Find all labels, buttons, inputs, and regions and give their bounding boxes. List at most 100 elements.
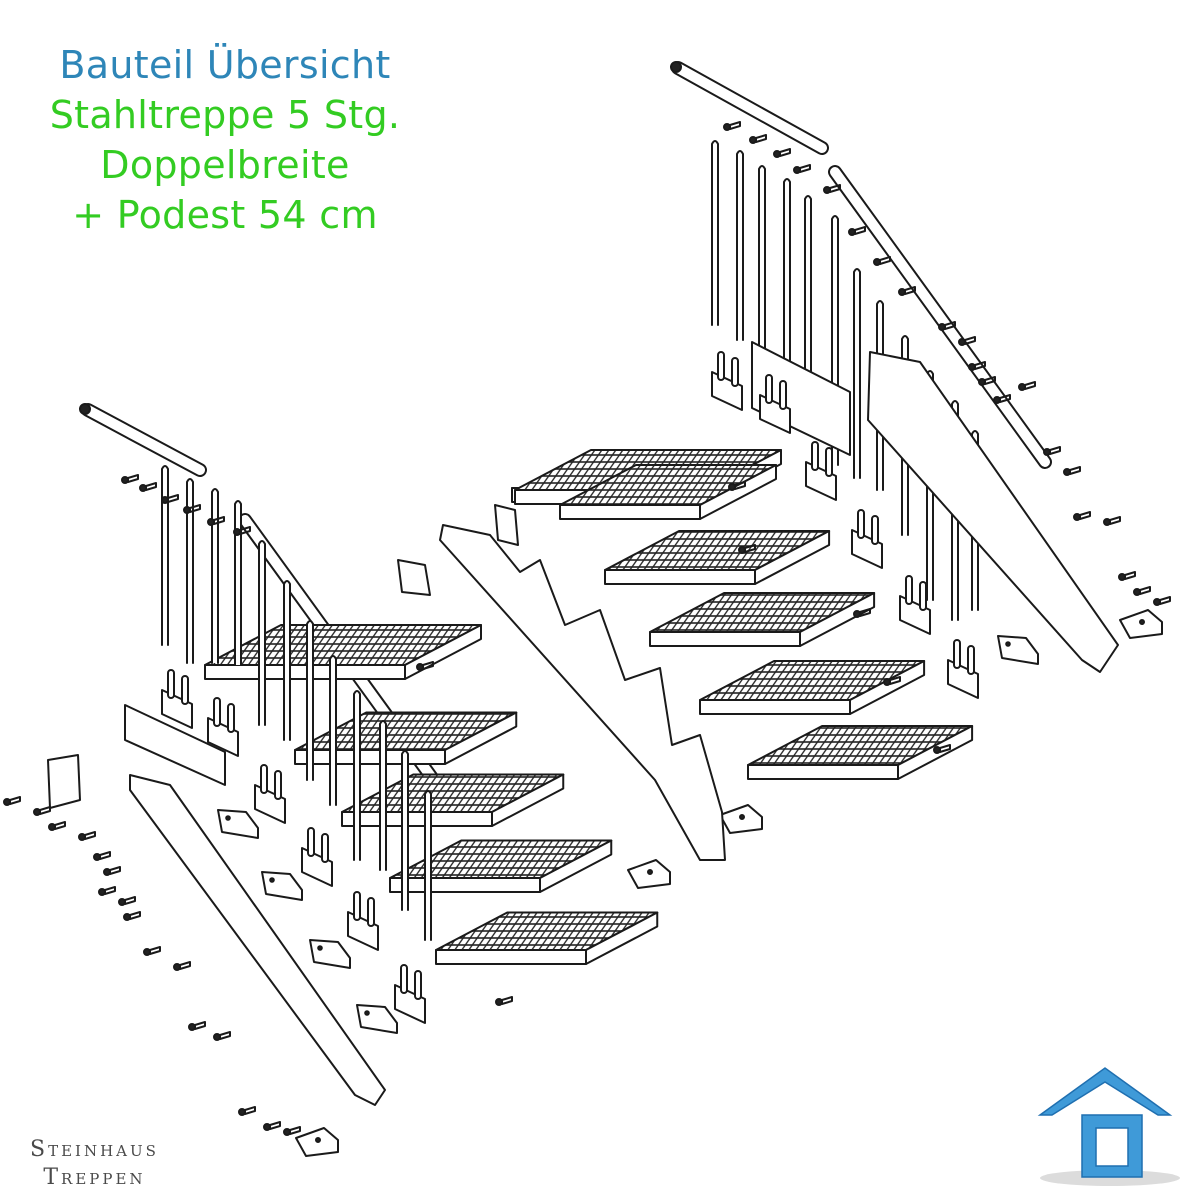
left-post-0 bbox=[161, 465, 169, 646]
bolt-12 bbox=[219, 1031, 231, 1040]
bolt-29-head bbox=[898, 288, 906, 296]
left-top-clip bbox=[397, 559, 431, 596]
left-post-11 bbox=[424, 790, 432, 941]
bolt-32-head bbox=[968, 363, 976, 371]
handrail-cap-icon bbox=[670, 61, 682, 73]
bolt-14 bbox=[269, 1121, 281, 1130]
bolt-33-head bbox=[978, 378, 986, 386]
brand-line-2: Treppen bbox=[43, 1165, 146, 1190]
bolt-25 bbox=[799, 164, 811, 173]
left-bracket-1-pin-b bbox=[181, 675, 189, 705]
bolt-25-head bbox=[793, 166, 801, 174]
bolt-27 bbox=[854, 226, 866, 235]
title-line-1: Bauteil Übersicht bbox=[59, 43, 391, 87]
left-stringer bbox=[129, 774, 386, 1106]
bolt-29 bbox=[904, 286, 916, 295]
bolt-37-head bbox=[1063, 468, 1071, 476]
bolt-8 bbox=[129, 911, 141, 920]
bolt-13-head bbox=[238, 1108, 246, 1116]
bolt-49-head bbox=[495, 998, 503, 1006]
bolt-26 bbox=[829, 184, 841, 193]
bolt-43-head bbox=[728, 483, 736, 491]
bolt-5 bbox=[109, 866, 121, 875]
right-angle-bracket-hole bbox=[1139, 619, 1145, 625]
bolt-47-head bbox=[933, 746, 941, 754]
bolt-38-head bbox=[1073, 513, 1081, 521]
right-handrail-lower-fill bbox=[830, 167, 1050, 467]
right-plate-a bbox=[997, 635, 1039, 665]
bolt-39-head bbox=[1103, 518, 1111, 526]
bolt-49 bbox=[501, 996, 513, 1005]
left-post-10 bbox=[401, 750, 409, 911]
title-line-2: Stahltreppe 5 Stg. bbox=[49, 93, 401, 137]
left-angle-bracket-a-hole bbox=[647, 869, 653, 875]
bolt-4-head bbox=[93, 853, 101, 861]
left-post-4 bbox=[258, 540, 266, 726]
tread-left-4 bbox=[435, 911, 659, 965]
bolt-0 bbox=[9, 796, 21, 805]
right-post-0 bbox=[711, 140, 719, 326]
right-bracket-2-pin-b bbox=[779, 380, 787, 410]
left-bracket-3-pin-a bbox=[260, 764, 268, 794]
bolt-40 bbox=[1124, 571, 1136, 580]
bolt-31-head bbox=[958, 338, 966, 346]
right-bracket-3-pin-b bbox=[825, 447, 833, 477]
tread-right-3 bbox=[699, 660, 926, 715]
bolt-5-head bbox=[103, 868, 111, 876]
bolt-10-head bbox=[173, 963, 181, 971]
bolt-9 bbox=[149, 946, 161, 955]
bolt-16-head bbox=[121, 476, 129, 484]
bolt-10 bbox=[179, 961, 191, 970]
left-post-1 bbox=[186, 478, 194, 664]
bolt-3 bbox=[84, 831, 96, 840]
right-plate-a-hole bbox=[1005, 641, 1011, 647]
center-top-clip bbox=[494, 504, 519, 546]
left-post-6 bbox=[306, 620, 314, 781]
bolt-23-head bbox=[749, 136, 757, 144]
left-plate-c-hole bbox=[317, 945, 323, 951]
right-bracket-5-pin-a bbox=[905, 575, 913, 605]
bolt-24-head bbox=[773, 150, 781, 158]
bolt-36-head bbox=[1043, 448, 1051, 456]
bolt-28-head bbox=[873, 258, 881, 266]
left-bracket-1-pin-a bbox=[167, 669, 175, 699]
tread-left-2 bbox=[341, 773, 565, 827]
bolt-9-head bbox=[143, 948, 151, 956]
bolt-6-head bbox=[98, 888, 106, 896]
bolt-19-head bbox=[183, 506, 191, 514]
right-bracket-1-pin-a bbox=[717, 351, 725, 381]
bolt-41 bbox=[1139, 586, 1151, 595]
title-line-3: Doppelbreite bbox=[100, 143, 350, 187]
brand-wordmark: Steinhaus Treppen bbox=[30, 1136, 159, 1192]
left-wall-bracket bbox=[47, 754, 81, 809]
center-angle-bracket-hole bbox=[739, 814, 745, 820]
bolt-36 bbox=[1049, 446, 1061, 455]
left-post-9 bbox=[379, 720, 387, 871]
bolt-37 bbox=[1069, 466, 1081, 475]
right-post-4 bbox=[804, 195, 812, 426]
left-bracket-6-pin-b bbox=[414, 970, 422, 1000]
left-plate-d bbox=[356, 1004, 398, 1034]
bolt-18-head bbox=[161, 496, 169, 504]
bolt-35-head bbox=[1018, 383, 1026, 391]
left-handrail-upper-fill bbox=[83, 405, 205, 475]
left-plate-b bbox=[261, 871, 303, 901]
bolt-24 bbox=[779, 148, 791, 157]
bolt-26-head bbox=[823, 186, 831, 194]
title-line-4: + Podest 54 cm bbox=[72, 193, 378, 237]
right-bracket-4-pin-a bbox=[857, 509, 865, 539]
bolt-11 bbox=[194, 1021, 206, 1030]
left-post-2 bbox=[211, 488, 219, 664]
bolt-11-head bbox=[188, 1023, 196, 1031]
bolt-7-head bbox=[118, 898, 126, 906]
right-post-3 bbox=[783, 178, 791, 399]
bolt-15 bbox=[289, 1126, 301, 1135]
right-post-2 bbox=[758, 165, 766, 371]
podest-tread-right bbox=[559, 464, 777, 520]
bolt-14-head bbox=[263, 1123, 271, 1131]
bolt-16 bbox=[127, 474, 139, 483]
left-plate-a bbox=[217, 809, 259, 839]
right-bracket-6-pin-a bbox=[953, 639, 961, 669]
title-block: Bauteil Übersicht Stahltreppe 5 Stg. Dop… bbox=[0, 40, 450, 240]
